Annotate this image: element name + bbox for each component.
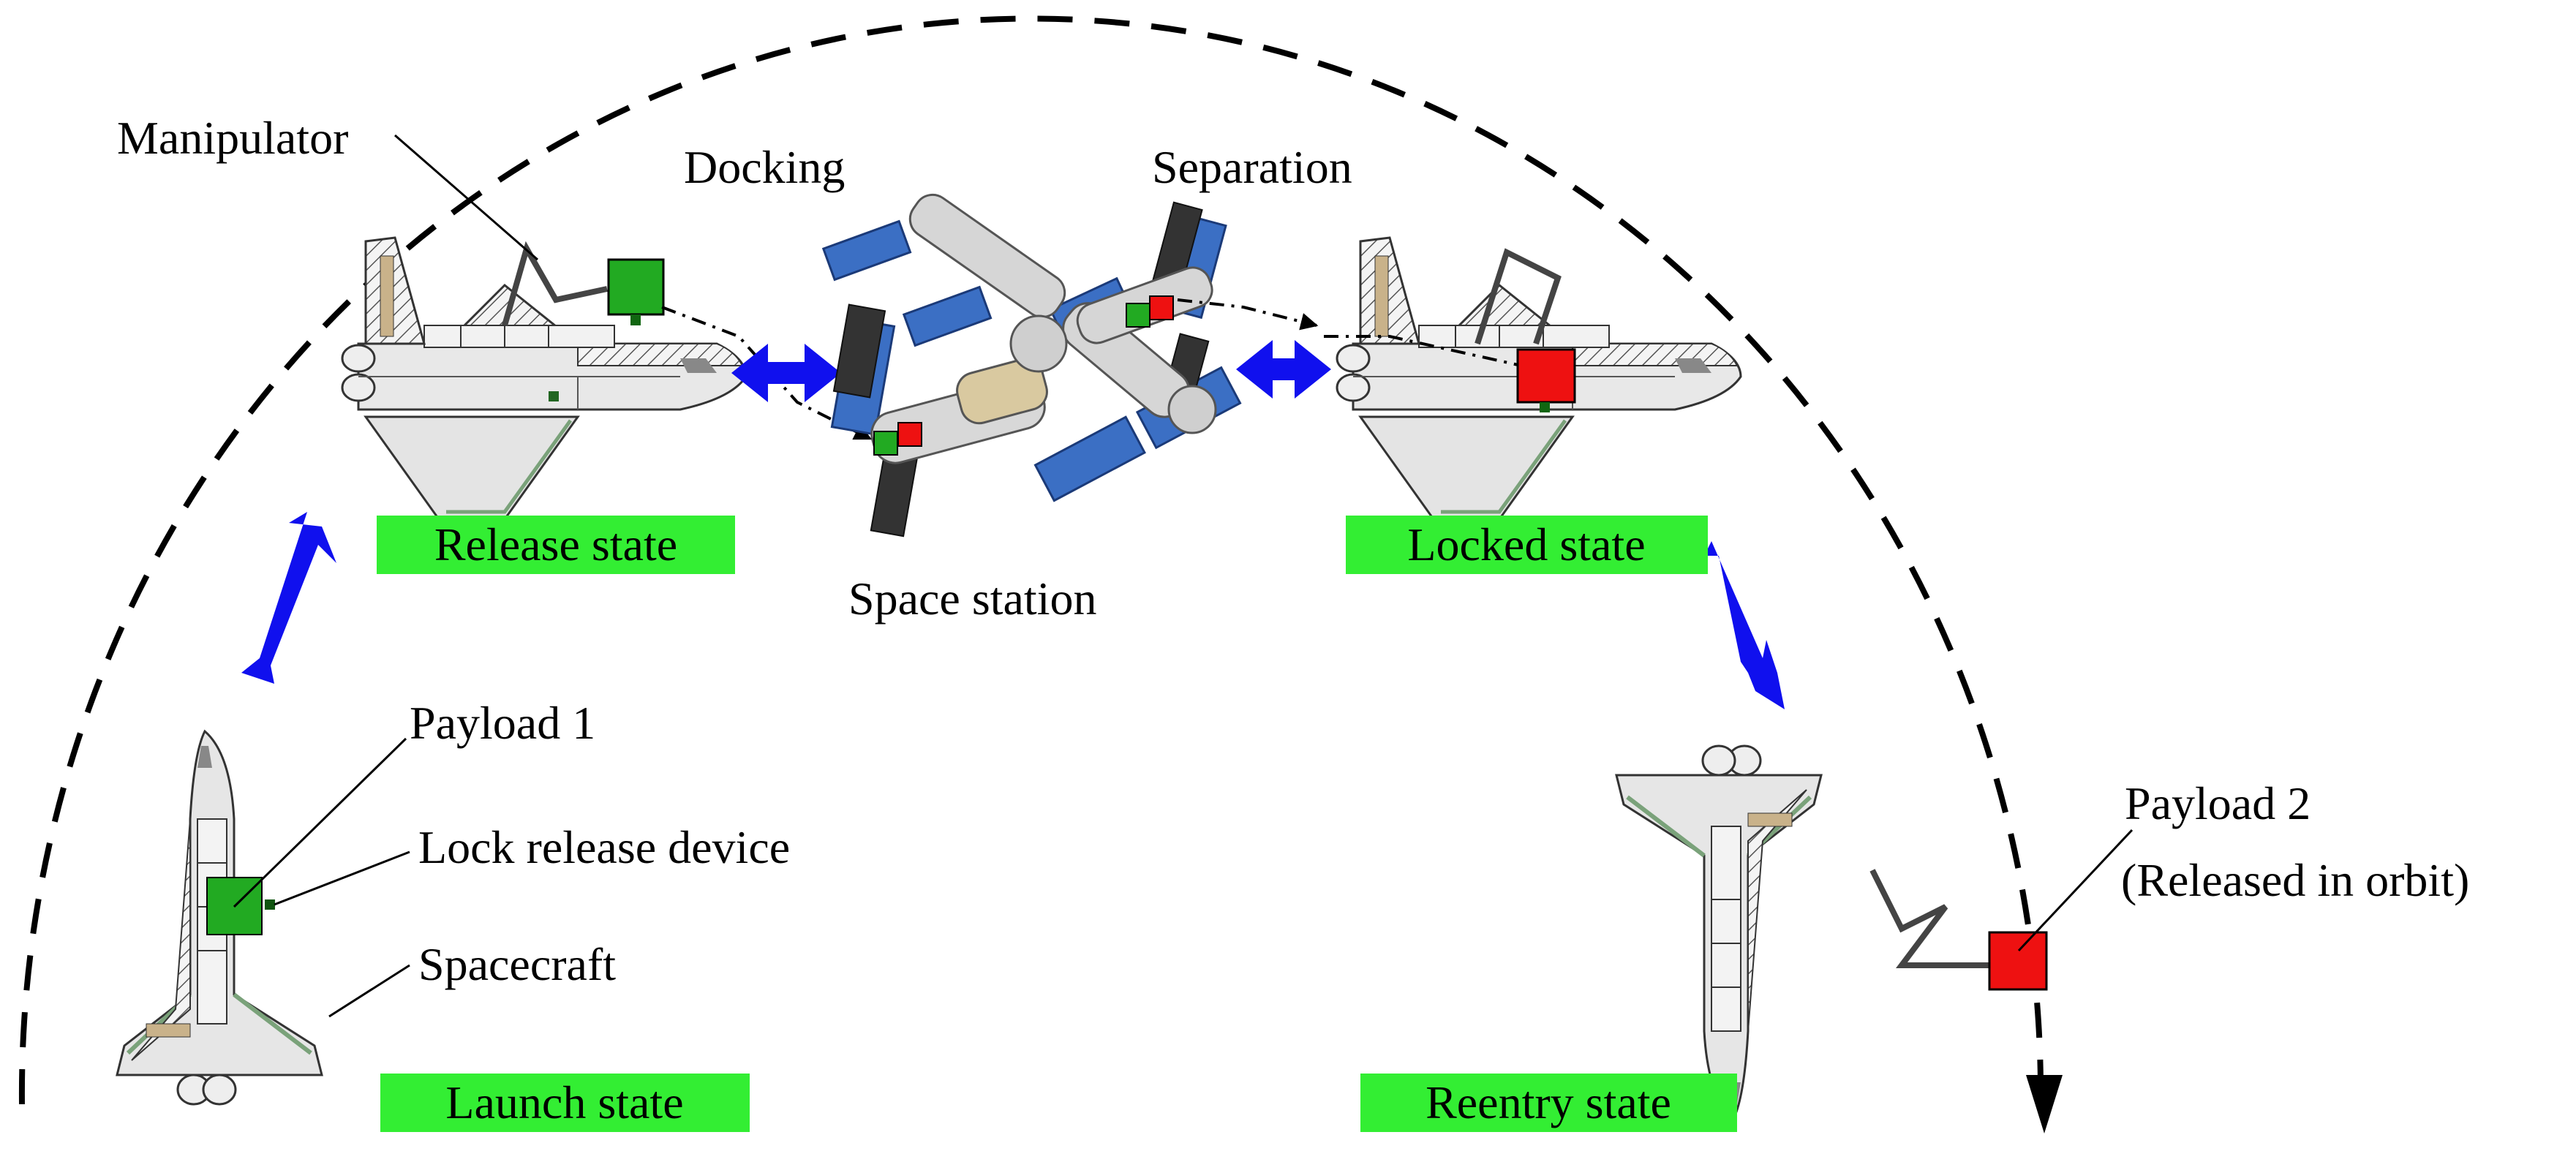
payload2-box	[1988, 931, 2048, 991]
payload2-label: Payload 2	[2125, 777, 2311, 829]
lock-release-leader	[274, 850, 410, 906]
docking-double-arrow	[731, 344, 841, 402]
docking-path	[661, 306, 873, 440]
payload2-leader	[2017, 829, 2134, 952]
manipulator-leader	[394, 134, 538, 261]
separation-path	[1177, 298, 1319, 331]
separation-double-arrow	[1236, 340, 1331, 399]
locked-state-box	[1346, 516, 1708, 574]
manipulator-label: Manipulator	[117, 112, 348, 164]
separation-label: Separation	[1152, 141, 1352, 193]
spacecraft-label: Spacecraft	[418, 938, 616, 990]
docking-label: Docking	[684, 141, 845, 193]
spacecraft-leader	[328, 964, 410, 1018]
orbit-end-arrowhead	[2026, 1075, 2063, 1133]
reentry-manipulator-arm	[1869, 869, 1989, 968]
launch-to-release-arrow	[241, 512, 336, 684]
manipulator-arm	[502, 241, 608, 327]
locked-manipulator-arm	[1475, 248, 1562, 345]
payload1-label: Payload 1	[410, 697, 595, 749]
release-state-box	[377, 516, 735, 574]
space-station	[821, 193, 1242, 537]
locked-to-reentry-arrow	[1704, 541, 1785, 709]
payload2-sublabel: (Released in orbit)	[2121, 854, 2469, 906]
payload1-box-release	[607, 258, 665, 316]
payload-box-locked	[1516, 348, 1576, 404]
lock-release-device-marker	[265, 899, 275, 910]
locked-state-label: Locked state	[1407, 518, 1645, 570]
payload1-leader	[233, 737, 407, 908]
reentry-state-label: Reentry state	[1426, 1076, 1671, 1128]
orbit-path	[18, 15, 2044, 1105]
lock-release-device-label: Lock release device	[418, 821, 790, 873]
launch-state-label: Launch state	[445, 1076, 683, 1128]
launch-state-box	[380, 1074, 750, 1132]
reentry-state-box	[1360, 1074, 1737, 1132]
space-station-label: Space station	[848, 573, 1096, 625]
release-state-label: Release state	[434, 518, 677, 570]
shuttle-reentry-state	[1616, 746, 1821, 1119]
